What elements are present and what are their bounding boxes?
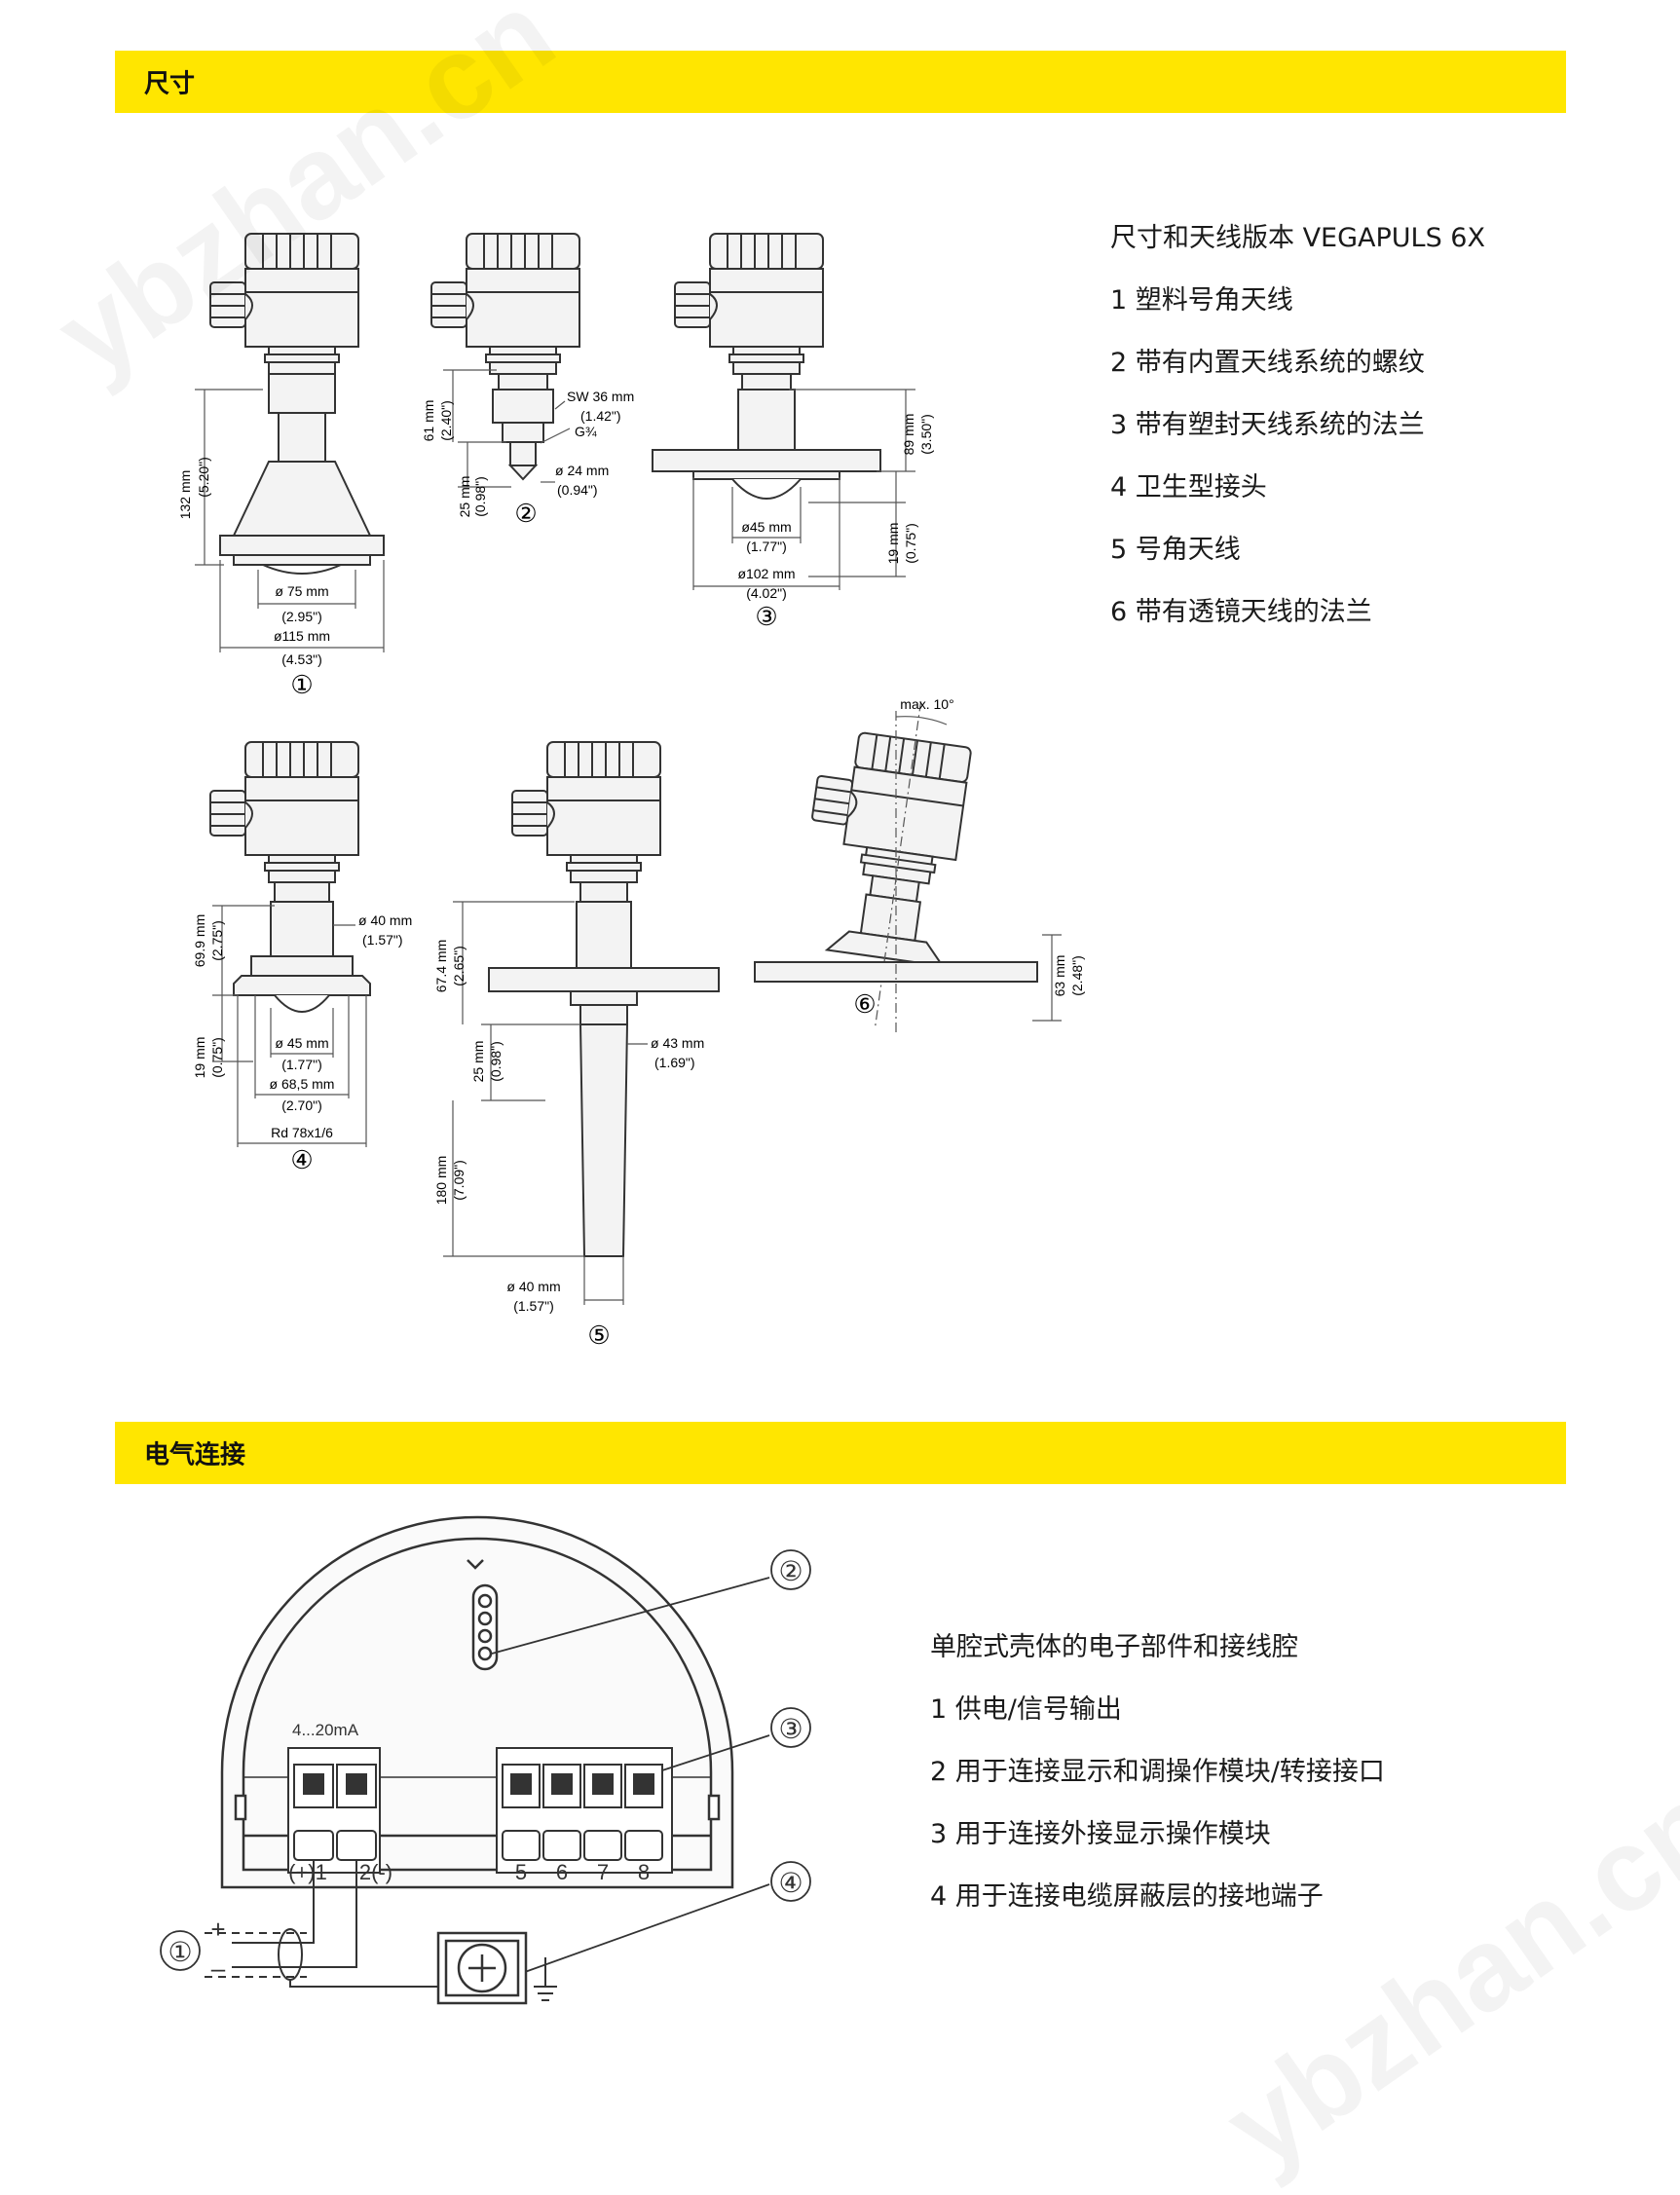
d6-marker: ⑥ [853,989,876,1019]
d3-d1-in: (1.77") [746,539,787,554]
d3-d2-mm: ø102 mm [737,566,795,581]
electrical-legend: 单腔式壳体的电子部件和接线腔 1 供电/信号输出 2 用于连接显示和调操作模块/… [930,1617,1385,1928]
d6-h-mm: 63 mm [1052,955,1067,997]
section-title-dimensions: 尺寸 [144,69,196,99]
drawing-4: 69.9 mm (2.75") 19 mm (0.75") ø 40 mm (1… [192,741,412,1174]
drawing-6: max. 10° 63 mm (2.48") ⑥ [754,696,1085,1032]
d4-d3-in: (2.70") [281,1098,322,1113]
drawing-5: 67.4 mm (2.65") 25 mm (0.98") 180 mm (7.… [433,741,720,1350]
d1-d1-mm: ø 75 mm [275,583,328,599]
d3-h2-in: (0.75") [903,523,918,564]
callout-1-marker: ① [168,1937,192,1967]
d2-sw-mm: SW 36 mm [567,389,634,404]
d2-h1-mm: 61 mm [421,400,436,442]
d4-h1-in: (2.75") [209,920,225,961]
dimensions-legend: 尺寸和天线版本 VEGAPULS 6X 1 塑料号角天线 2 带有内置天线系统的… [1110,207,1485,644]
d5-h3-in: (7.09") [451,1160,467,1201]
d4-d1-mm: ø 40 mm [358,912,412,928]
callout-2-marker: ② [778,1556,803,1586]
d3-d1-mm: ø45 mm [741,519,791,535]
terminal-6-label: 6 [556,1860,568,1884]
d1-d1-in: (2.95") [281,609,322,624]
d4-h2-mm: 19 mm [192,1037,207,1079]
callout-4-marker: ④ [778,1868,803,1898]
electrical-legend-title: 单腔式壳体的电子部件和接线腔 [930,1632,1298,1662]
drawing-1: 132 mm (5.20") ø 75 mm (2.95") ø115 mm (… [177,233,385,699]
d5-h1-in: (2.65") [451,946,467,986]
d5-h3-mm: 180 mm [433,1156,449,1206]
dimensions-legend-item: 2 带有内置天线系统的螺纹 [1110,348,1425,378]
dimensions-legend-title: 尺寸和天线版本 VEGAPULS 6X [1110,223,1485,253]
d4-h1-mm: 69.9 mm [192,914,207,967]
current-loop-label: 4...20mA [292,1721,359,1739]
terminal-7-label: 7 [597,1860,609,1884]
electrical-legend-item: 1 供电/信号输出 [930,1694,1122,1725]
d5-d2-mm: ø 40 mm [506,1279,560,1294]
d4-d2-mm: ø 45 mm [275,1035,328,1051]
d2-marker: ② [514,499,537,528]
d3-d2-in: (4.02") [746,585,787,601]
dimensions-legend-item: 5 号角天线 [1110,535,1241,565]
d3-h1-mm: 89 mm [901,414,916,456]
d3-marker: ③ [755,602,777,631]
d4-d1-in: (1.57") [362,932,403,948]
d4-h2-in: (0.75") [209,1037,225,1078]
d6-h-in: (2.48") [1069,955,1085,996]
drawing-2: 61 mm (2.40") 25 mm (0.98") SW 36 mm (1.… [421,233,634,528]
terminal-5-label: 5 [515,1860,527,1884]
d6-angle: max. 10° [900,696,953,712]
electrical-legend-item: 2 用于连接显示和调操作模块/转接接口 [930,1757,1385,1787]
terminal-8-label: 8 [638,1860,650,1884]
drawing-3: 89 mm (3.50") 19 mm (0.75") ø45 mm (1.77… [652,233,934,631]
dimensions-legend-item: 4 卫生型接头 [1110,472,1267,502]
section-header-dimensions: 尺寸 [115,51,1566,113]
plus-sign: + [210,1915,225,1944]
d4-marker: ④ [290,1145,313,1174]
callout-3-marker: ③ [778,1714,803,1744]
d1-height-in: (5.20") [196,457,211,498]
section-header-electrical: 电气连接 [115,1422,1566,1484]
d2-thread: G¾ [575,424,597,439]
d4-d2-in: (1.77") [281,1057,322,1072]
terminal-2-label: 2(-) [359,1860,392,1884]
d3-h1-in: (3.50") [918,414,934,455]
d1-marker: ① [290,670,313,699]
d5-d1-in: (1.69") [654,1055,695,1070]
d1-d2-in: (4.53") [281,651,322,667]
d5-d1-mm: ø 43 mm [651,1035,704,1051]
d2-h2-in: (0.98") [472,476,488,517]
electrical-legend-item: 4 用于连接电缆屏蔽层的接地端子 [930,1881,1324,1912]
d2-d-in: (0.94") [557,482,598,498]
d2-h2-mm: 25 mm [457,476,472,518]
dimension-drawings: 132 mm (5.20") ø 75 mm (2.95") ø115 mm (… [177,233,1085,1350]
d5-d2-in: (1.57") [513,1298,554,1314]
d5-h2-mm: 25 mm [470,1041,486,1083]
d4-rd: Rd 78x1/6 [271,1125,333,1140]
wiring-diagram: 4...20mA (+)1 2(-) 5 6 7 8 + – ① ② ③ ④ [160,1515,811,2005]
dimensions-legend-item: 6 带有透镜天线的法兰 [1110,597,1372,627]
d2-h1-in: (2.40") [438,400,454,441]
d4-d3-mm: ø 68,5 mm [270,1076,335,1092]
section-title-electrical: 电气连接 [144,1440,246,1470]
d5-marker: ⑤ [587,1321,610,1350]
d3-h2-mm: 19 mm [885,523,901,565]
dimensions-legend-item: 3 带有塑封天线系统的法兰 [1110,410,1425,440]
d5-h1-mm: 67.4 mm [433,940,449,992]
minus-sign: – [211,1953,226,1983]
terminal-1-label: (+)1 [288,1860,327,1884]
electrical-legend-item: 3 用于连接外接显示操作模块 [930,1819,1271,1849]
d2-d-mm: ø 24 mm [555,463,609,478]
dimensions-legend-item: 1 塑料号角天线 [1110,285,1293,316]
d5-h2-in: (0.98") [488,1041,504,1082]
d2-sw-in: (1.42") [580,408,621,424]
d1-d2-mm: ø115 mm [274,628,330,644]
d1-height-mm: 132 mm [177,470,193,520]
